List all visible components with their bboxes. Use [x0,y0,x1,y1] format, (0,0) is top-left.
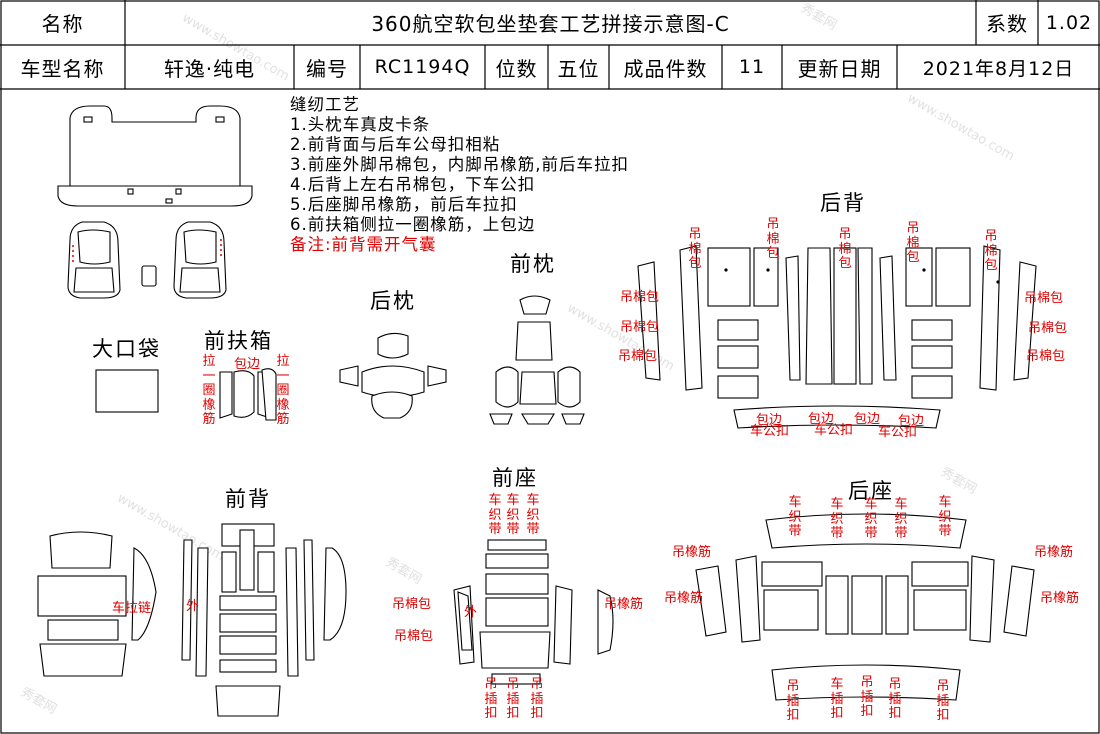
annotation-label: 车织带 [788,495,802,539]
annotation-label: 吊棉包 [1024,291,1064,306]
annotation-label: 吊棉包 [984,229,998,273]
section-title-rear-headrest: 后枕 [370,289,416,313]
annotation-label: 吊橡筋 [1040,591,1080,606]
annotation-label: 吊插扣 [484,677,498,721]
front-seat-pieces [453,539,614,685]
annotation-label: 包边 [756,413,783,428]
annotation-label: 车织带 [938,495,952,539]
annotation-label: 车织带 [864,497,878,541]
notes-line: 1.头枕车真皮卡条 [290,115,431,134]
annotation-label: 车织带 [526,493,540,537]
annotation-label: 吊橡筋 [1034,545,1074,560]
annotation-label: 外 [464,605,478,620]
model-value: 轩逸·纯电 [163,56,256,81]
annotation-label: 吊棉包 [620,320,660,335]
annotation-label: 车织带 [506,493,520,537]
annotation-label: 吊橡筋 [672,545,712,560]
rear-back-pieces [637,245,1037,429]
annotation-label: 车公扣 [814,423,854,438]
annotation-label: 包边 [234,357,261,372]
annotation-label: 车公扣 [878,425,918,440]
annotation-label: 车插扣 [830,677,844,721]
annotation-label: 吊棉包 [392,597,432,612]
annotation-label: 吊棉包 [620,290,660,305]
section-title-big-pocket: 大口袋 [92,337,161,361]
annotation-label: 吊棉包 [1028,321,1068,336]
annotation-label: 外 [186,599,200,614]
section-title-front-armrest: 前扶箱 [204,329,273,353]
name-label: 名称 [41,12,84,36]
page-title: 360航空软包坐垫套工艺拼接示意图-C [371,12,730,36]
notes-title: 缝纫工艺 [290,95,360,114]
coef-label: 系数 [986,12,1028,36]
annotation-label: 吊棉包 [838,227,852,271]
annotation-label: 吊棉包 [906,221,920,265]
code-value: RC1194Q [374,56,471,78]
annotation-label: 吊棉包 [618,349,658,364]
rear-headrest-pieces [339,332,447,419]
annotation-label: 车织带 [894,497,908,541]
annotation-label: 吊棉包 [766,217,780,261]
annotation-label: 包边 [808,412,835,427]
annotation-label: 车织带 [488,493,502,537]
overview-thumbnail [57,105,253,299]
annotation-label: 拉一圈橡筋 [202,354,216,427]
date-label: 更新日期 [797,56,882,81]
annotation-label: 吊橡筋 [604,597,644,612]
code-label: 编号 [306,56,348,81]
notes-line: 2.前背面与后车公母扣相粘 [290,135,501,154]
annotation-label: 包边 [898,414,925,429]
sewing-notes: 缝纫工艺 1.头枕车真皮卡条 2.前背面与后车公母扣相粘 3.前座外脚吊棉包，内… [290,95,629,255]
annotation-label: 吊插扣 [786,679,800,723]
date-value: 2021年8月12日 [922,57,1075,80]
section-title-front-seat: 前座 [492,466,538,490]
big-pocket-piece [95,369,159,413]
annotation-label: 吊棉包 [1026,349,1066,364]
seats-label: 位数 [495,56,538,81]
annotation-label: 车公扣 [750,424,790,439]
annotation-label: 拉一圈橡筋 [276,354,290,427]
rear-seat-pieces [695,513,1035,701]
annotation-label: 吊棉包 [688,227,702,271]
pieces-value: 11 [738,56,766,78]
front-headrest-pieces [489,295,585,425]
annotation-label: 吊插扣 [860,675,874,719]
pieces-label: 成品件数 [623,56,708,81]
section-title-front-back: 前背 [225,487,271,511]
front-back-pieces [37,523,347,717]
section-title-front-headrest: 前枕 [510,252,556,276]
annotation-label: 车拉链 [112,601,152,616]
notes-remark: 备注:前背需开气囊 [290,235,437,254]
annotation-label: 包边 [854,412,881,427]
annotation-label: 吊插扣 [936,679,950,723]
notes-line: 5.后座脚吊橡筋，前后车拉扣 [290,195,518,214]
annotation-label: 吊插扣 [888,677,902,721]
coef-value: 1.02 [1045,11,1093,34]
notes-line: 4.后背上左右吊棉包，下车公扣 [290,175,536,194]
annotation-label: 吊插扣 [530,677,544,721]
annotation-label: 吊插扣 [506,677,520,721]
annotation-label: 吊棉包 [394,629,434,644]
annotation-label: 车织带 [830,497,844,541]
overview-stitch-marks [72,239,222,262]
section-title-rear-back: 后背 [820,191,866,215]
model-label: 车型名称 [20,56,105,81]
front-armrest-pieces [219,368,277,421]
seats-value: 五位 [557,56,600,81]
section-title-rear-seat: 后座 [848,479,894,503]
notes-line: 3.前座外脚吊棉包，内脚吊橡筋,前后车拉扣 [290,155,629,174]
annotation-label: 吊橡筋 [664,591,704,606]
notes-line: 6.前扶箱侧拉一圈橡筋，上包边 [290,215,536,234]
